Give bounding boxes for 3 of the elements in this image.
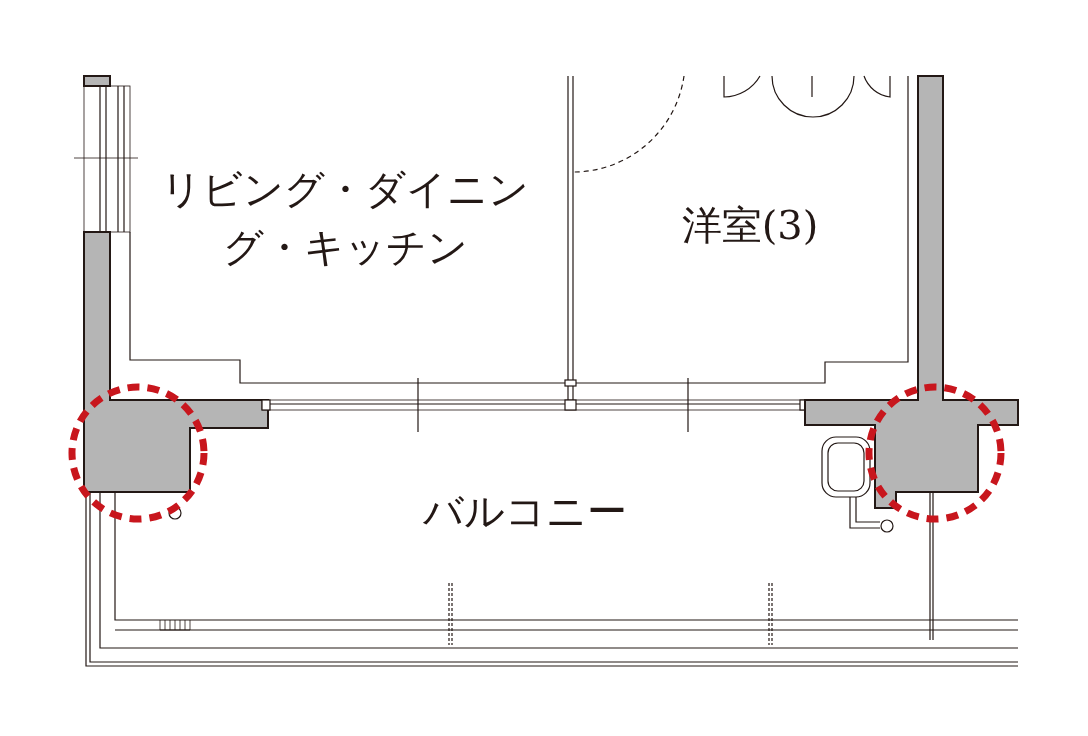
room-label: バルコニー bbox=[400, 482, 650, 540]
room-label: 洋室(3) bbox=[640, 196, 860, 254]
room-label: リビング・ダイニング・キッチン bbox=[145, 160, 545, 276]
